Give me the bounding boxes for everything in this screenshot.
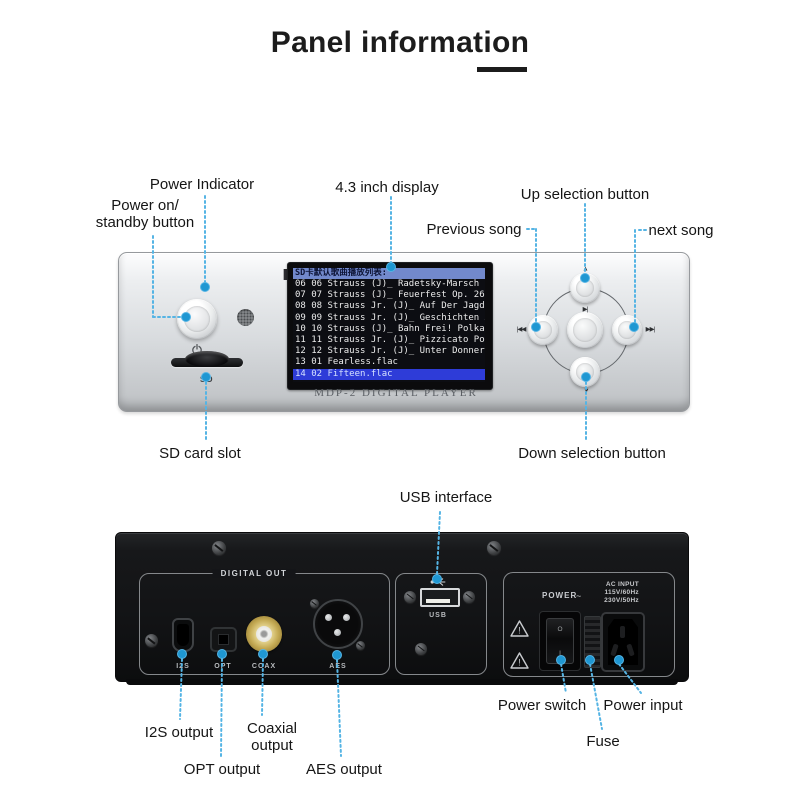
previous-track-icon: |◀◀ xyxy=(516,326,527,333)
i2s-port-label: I2S xyxy=(176,663,190,670)
switch-on-mark: O xyxy=(557,626,563,633)
i2s-hdmi-port[interactable] xyxy=(172,618,194,652)
power-switch[interactable]: O I xyxy=(539,611,581,671)
digital-out-label: DIGITAL OUT xyxy=(212,569,296,578)
power-button[interactable] xyxy=(177,299,217,339)
nav-previous-button[interactable] xyxy=(528,315,558,345)
label-next-song: next song xyxy=(648,222,714,239)
ir-receiver xyxy=(237,309,254,326)
play-pause-icon: ▶| xyxy=(582,306,589,313)
svg-text:!: ! xyxy=(518,626,521,636)
track-row: 08 08 Strauss Jr. (J)_ Auf Der Jagd xyxy=(295,301,485,312)
label-power-switch: Power switch xyxy=(497,697,587,714)
power-label: POWER xyxy=(542,591,578,600)
title-underline xyxy=(477,67,527,72)
label-opt-output: OPT output xyxy=(183,761,261,778)
screw xyxy=(310,599,319,608)
screw xyxy=(404,591,416,603)
label-coaxial-output: Coaxial output xyxy=(246,720,298,754)
label-power-indicator: Power Indicator xyxy=(149,176,255,193)
lcd-display: SD卡默认歌曲播放列表: 06 06 Strauss (J)_ Radetsky… xyxy=(287,262,493,390)
model-text: MDP-2 DIGITAL PLAYER xyxy=(314,387,478,399)
track-row: 12 12 Strauss Jr. (J)_ Unter Donner xyxy=(295,346,485,357)
label-fuse: Fuse xyxy=(586,733,620,750)
sd-card-slot[interactable] xyxy=(171,351,243,375)
track-row: 13 01 Fearless.flac xyxy=(295,357,398,368)
nav-next-button[interactable] xyxy=(612,315,642,345)
ac-tilde: ~ xyxy=(576,591,582,601)
warning-triangle-icon: ! xyxy=(509,651,530,675)
coax-rca-port[interactable] xyxy=(246,616,282,652)
track-row: 09 09 Strauss Jr. (J)_ Geschichten A xyxy=(295,312,485,323)
nav-down-button[interactable] xyxy=(570,357,600,387)
ac-input-label: AC INPUT 115V/60Hz 230V/50Hz xyxy=(604,581,639,604)
screw xyxy=(415,643,427,655)
screw xyxy=(487,541,501,555)
sd-slot-text: SD xyxy=(199,375,215,384)
fuse-holder[interactable] xyxy=(584,616,601,668)
page-title: Panel information xyxy=(270,26,530,59)
nav-up-button[interactable] xyxy=(570,273,600,303)
track-row: 10 10 Strauss (J)_ Bahn Frei! Polka xyxy=(295,323,485,334)
screw xyxy=(356,641,365,650)
usb-port[interactable] xyxy=(420,588,460,607)
switch-off-mark: I xyxy=(559,650,561,657)
up-arrow-icon: ▲ xyxy=(582,265,589,273)
rear-panel: DIGITAL OUT I2S OPT COAX AES USB POWER A… xyxy=(115,532,689,685)
track-row: 06 06 Strauss (J)_ Radetsky-Marsch O xyxy=(295,279,485,289)
aes-port-label: AES xyxy=(329,663,347,670)
track-row: 07 07 Strauss (J)_ Feuerfest Op. 269 xyxy=(295,290,485,301)
track-row: 14 02 Fifteen.flac xyxy=(293,368,485,380)
power-inlet[interactable] xyxy=(601,612,645,672)
label-i2s-output: I2S output xyxy=(144,724,214,741)
down-arrow-icon: ▼ xyxy=(583,387,590,395)
label-sd-card-slot: SD card slot xyxy=(159,445,241,462)
usb-section xyxy=(395,573,487,675)
opt-toslink-port[interactable] xyxy=(210,627,237,652)
warning-triangle-icon: ! xyxy=(509,619,530,643)
screw xyxy=(463,591,475,603)
power-indicator-led xyxy=(203,285,208,290)
label-power-input: Power input xyxy=(603,697,683,714)
label-down-selection: Down selection button xyxy=(518,445,666,462)
label-up-selection: Up selection button xyxy=(520,186,650,203)
nav-play-pause-button[interactable] xyxy=(567,312,603,348)
lcd-screen: SD卡默认歌曲播放列表: 06 06 Strauss (J)_ Radetsky… xyxy=(293,268,485,382)
label-usb-interface: USB interface xyxy=(399,489,493,506)
screw xyxy=(212,541,226,555)
svg-text:!: ! xyxy=(518,658,521,668)
coax-port-label: COAX xyxy=(251,663,277,670)
label-power-on-standby: Power on/ standby button xyxy=(95,197,195,231)
aes-xlr-port[interactable] xyxy=(313,599,363,649)
label-aes-output: AES output xyxy=(306,761,382,778)
label-previous-song: Previous song xyxy=(426,221,522,238)
usb-port-label: USB xyxy=(429,612,447,619)
screw xyxy=(145,634,158,647)
next-track-icon: ▶▶| xyxy=(645,326,656,333)
track-row: 11 11 Strauss Jr. (J)_ Pizzicato Pol xyxy=(295,334,485,345)
playlist-header: SD卡默认歌曲播放列表: xyxy=(293,268,485,279)
label-display: 4.3 inch display xyxy=(335,179,439,196)
opt-port-label: OPT xyxy=(214,663,232,670)
